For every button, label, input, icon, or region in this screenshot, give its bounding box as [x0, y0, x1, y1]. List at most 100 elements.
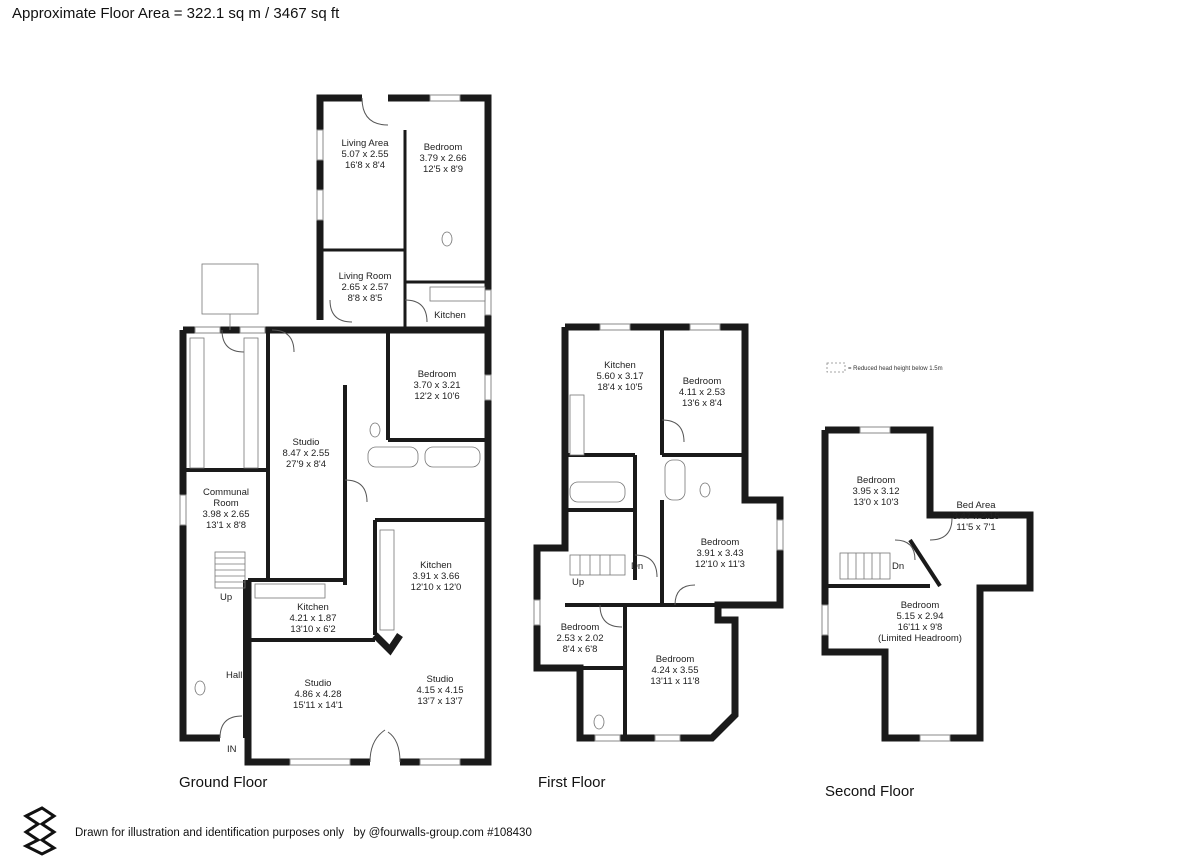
room-label-line: (Limited Headroom) [878, 633, 962, 644]
door-arc [369, 729, 386, 763]
fixtures [189, 231, 711, 730]
room-label-line: Bedroom [656, 654, 695, 665]
window [316, 189, 324, 221]
window [533, 599, 541, 626]
room-label-line: Studio [293, 437, 320, 448]
window [316, 129, 324, 161]
bath-tub-icon [664, 459, 686, 501]
room-label-line: 15'11 x 14'1 [293, 700, 343, 711]
room-label-line: Bedroom [424, 142, 463, 153]
room-label-line: Studio [305, 678, 332, 689]
door-arc [661, 419, 685, 443]
room-label-line: 11'5 x 7'1 [956, 522, 995, 533]
callout-box [201, 263, 259, 315]
room-label-line: Bedroom [561, 622, 600, 633]
toilet-icon [369, 422, 381, 438]
room-label-kitchen-small: Kitchen [434, 310, 466, 321]
room-label-line: 4.86 x 4.28 [294, 689, 341, 700]
room-label-line: Bedroom [418, 369, 457, 380]
room-label-line: 3.91 x 3.66 [412, 571, 459, 582]
door-arc [221, 329, 245, 353]
room-label-line: 13'10 x 6'2 [290, 624, 335, 635]
door-arc [634, 554, 658, 578]
room-label-line: 3.98 x 2.65 [202, 509, 249, 520]
room-label-line: Living Room [339, 271, 392, 282]
room-label-line: 4.24 x 3.55 [651, 665, 698, 676]
room-label-line: 3.70 x 3.21 [413, 380, 460, 391]
window [239, 326, 266, 334]
floor-label-first: First Floor [538, 774, 606, 791]
room-label-line: 12'10 x 12'0 [411, 582, 462, 593]
door-arc [404, 299, 428, 323]
room-label-line: Bedroom [701, 537, 740, 548]
window [179, 494, 187, 526]
room-label-line: Bedroom [857, 475, 896, 486]
wall-annex-outer-right [388, 94, 492, 330]
door-arc [361, 97, 389, 126]
window [429, 94, 461, 102]
room-label-line: Kitchen [434, 310, 466, 321]
room-label-line: 18'4 x 10'5 [597, 382, 642, 393]
room-label-line: 13'0 x 10'3 [853, 497, 898, 508]
kitchen-counter [379, 529, 395, 631]
tag-in: IN [227, 744, 237, 755]
kitchen-counter [189, 337, 205, 469]
room-label-line: 2.53 x 2.02 [556, 633, 603, 644]
room-label-line: Bedroom [901, 600, 940, 611]
room-label-line: 12'5 x 8'9 [423, 164, 463, 175]
bath-tub-icon [569, 481, 626, 503]
stairs-second [839, 552, 891, 580]
toilet-icon [699, 482, 711, 498]
wall-sf-outer [821, 426, 1034, 742]
window [654, 734, 681, 742]
door-arc [929, 517, 953, 541]
fourwalls-logo-icon [22, 806, 58, 861]
footer-by: by @fourwalls-group.com #108430 [353, 827, 532, 839]
window [776, 519, 784, 551]
room-label-line: 3.47 x 2.15 [952, 511, 999, 522]
room-label-line: 8.47 x 2.55 [282, 448, 329, 459]
bath-tub-icon [367, 446, 419, 468]
window [599, 323, 631, 331]
footer-note: Drawn for illustration and identificatio… [75, 827, 345, 839]
room-label-line: 5.07 x 2.55 [341, 149, 388, 160]
room-label-line: 2.65 x 2.57 [341, 282, 388, 293]
room-label-line: Bed Area [956, 500, 996, 511]
wall-sf-diag [908, 538, 942, 588]
room-label-line: 16'11 x 9'8 [898, 622, 943, 633]
window [859, 426, 891, 434]
stairs-first [569, 554, 626, 576]
room-label-line: 13'1 x 8'8 [206, 520, 246, 531]
window [419, 758, 461, 766]
floor-label-ground: Ground Floor [179, 774, 267, 791]
room-label-line: 8'8 x 8'5 [348, 293, 383, 304]
kitchen-counter [429, 286, 486, 302]
room-label-line: 8'4 x 6'8 [563, 644, 598, 655]
wall-gf-left [179, 330, 220, 742]
bath-tub-icon [424, 446, 481, 468]
tag-hall: Hall [226, 670, 242, 681]
toilet-icon [441, 231, 453, 247]
door-arc [271, 329, 295, 353]
room-label-line: 13'11 x 11'8 [650, 676, 699, 687]
room-label-line: 5.15 x 2.94 [896, 611, 943, 622]
tag-dn-first: Dn [631, 561, 643, 572]
walls [179, 94, 1034, 766]
room-label-line: Kitchen [420, 560, 452, 571]
wall-annex-outer [316, 94, 362, 320]
door-arc [894, 539, 916, 561]
floor-area-header: Approximate Floor Area = 322.1 sq m / 34… [12, 5, 340, 22]
stairs [214, 551, 891, 589]
footer: Drawn for illustration and identificatio… [75, 827, 538, 839]
